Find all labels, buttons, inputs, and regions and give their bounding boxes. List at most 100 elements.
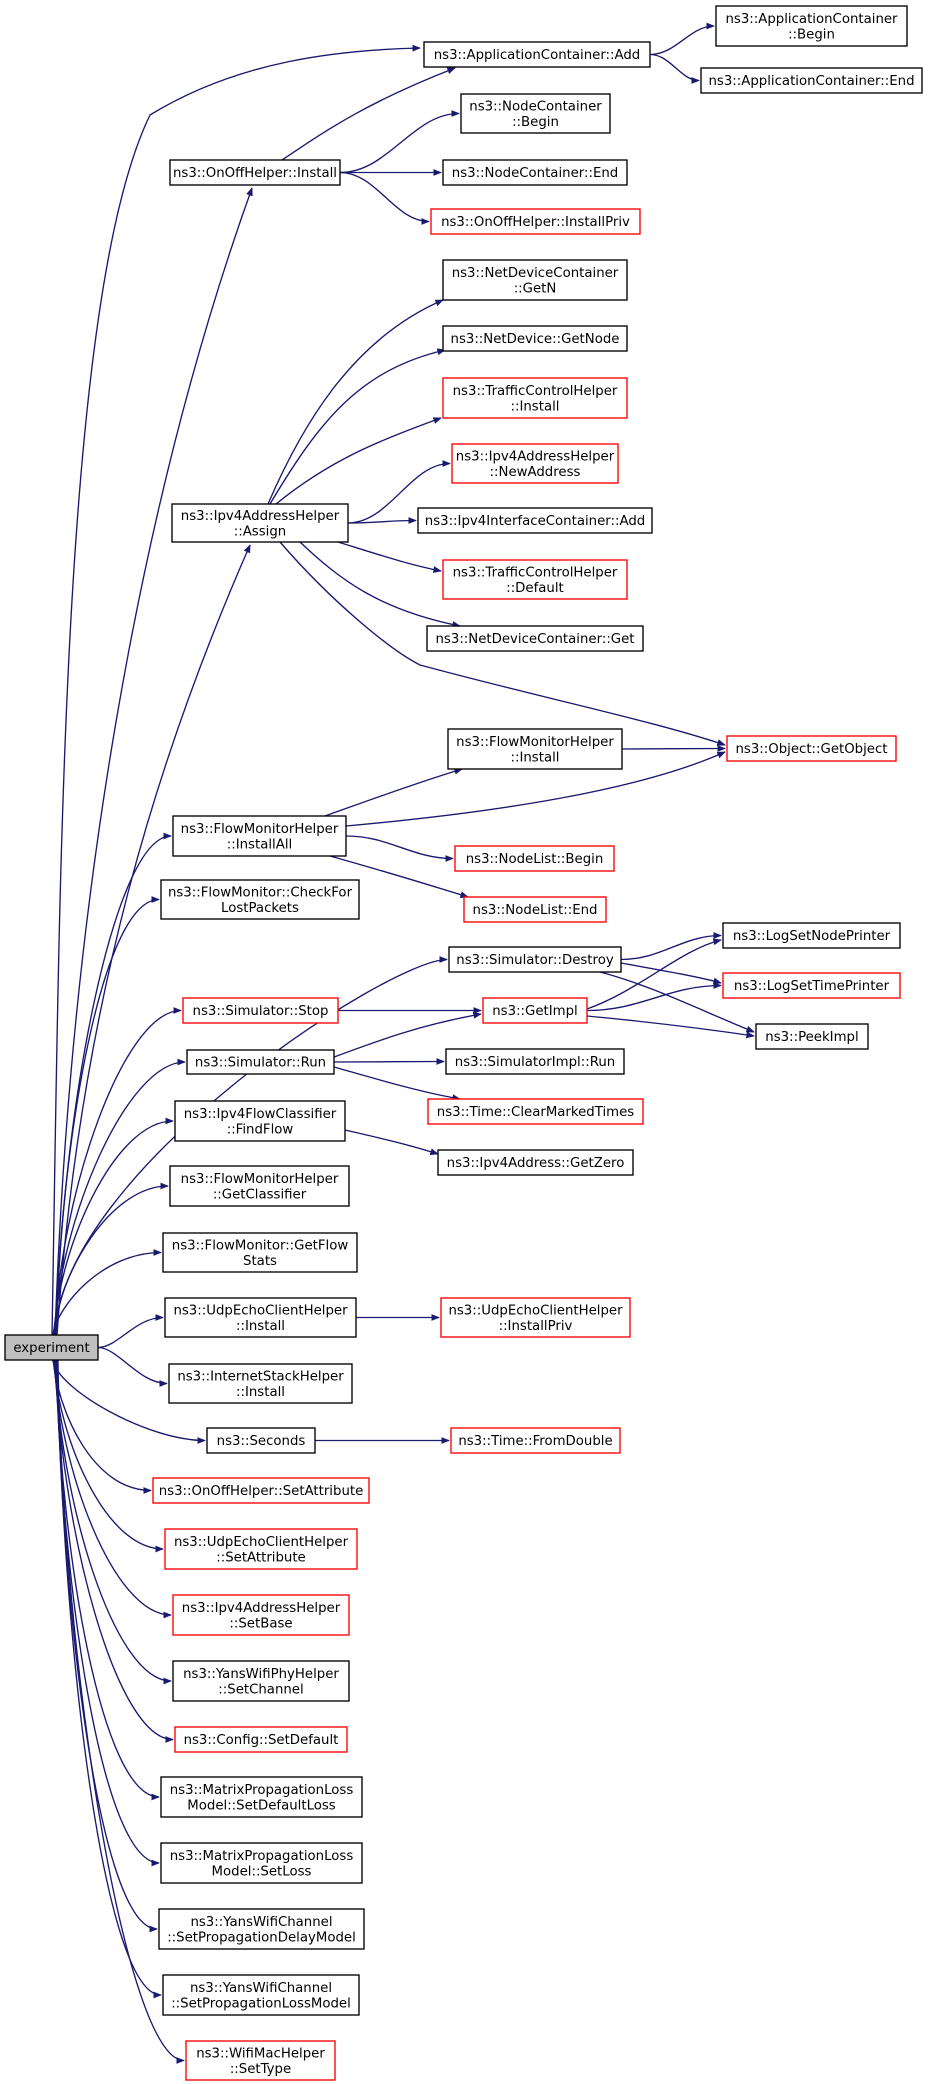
- function-node[interactable]: ns3::Object::GetObject: [726, 735, 897, 762]
- call-edge-line: [586, 986, 721, 1012]
- call-edge: [329, 855, 468, 897]
- function-node-label: ns3::YansWifiChannel: [190, 1981, 332, 1996]
- function-node[interactable]: ns3::Seconds: [206, 1427, 316, 1454]
- function-node-label: ns3::OnOffHelper::Install: [173, 166, 337, 181]
- function-node[interactable]: ns3::UdpEchoClientHelper::SetAttribute: [164, 1528, 358, 1570]
- function-node-box: [430, 208, 641, 235]
- function-node[interactable]: ns3::WifiMacHelper::SetType: [185, 2040, 336, 2081]
- function-node-box: [445, 1048, 625, 1075]
- function-node-label: ns3::Config::SetDefault: [184, 1733, 339, 1748]
- call-edge-line: [347, 464, 450, 524]
- function-node-label: ns3::Ipv4Address::GetZero: [447, 1156, 625, 1171]
- function-node[interactable]: ns3::ApplicationContainer::Add: [423, 41, 651, 68]
- function-node-box: [160, 879, 360, 920]
- function-node-label: ns3::FlowMonitor::CheckFor: [168, 885, 353, 900]
- function-node-label: ns3::YansWifiPhyHelper: [183, 1667, 339, 1682]
- function-node[interactable]: ns3::Simulator::Destroy: [448, 946, 622, 973]
- call-edge: [649, 26, 714, 56]
- function-node[interactable]: ns3::ApplicationContainer::Begin: [715, 5, 908, 47]
- function-node[interactable]: ns3::YansWifiChannel::SetPropagationDela…: [158, 1908, 365, 1950]
- function-node[interactable]: ns3::FlowMonitorHelper::InstallAll: [172, 815, 347, 857]
- function-node-label: ns3::SimulatorImpl::Run: [455, 1055, 615, 1070]
- function-node-label: ::InstallPriv: [499, 1319, 573, 1334]
- function-node[interactable]: ns3::PeekImpl: [755, 1023, 869, 1050]
- function-node-label: ::Install: [236, 1319, 285, 1334]
- function-node-label: ns3::GetImpl: [492, 1004, 577, 1019]
- function-node[interactable]: ns3::Simulator::Run: [186, 1049, 335, 1075]
- function-node[interactable]: ns3::NodeContainer::Begin: [460, 93, 611, 134]
- function-node-label: ns3::MatrixPropagationLoss: [170, 1849, 354, 1864]
- function-node[interactable]: ns3::ApplicationContainer::End: [700, 67, 923, 94]
- call-edge: [621, 749, 725, 750]
- function-node-label: ns3::LogSetNodePrinter: [733, 929, 891, 944]
- function-node[interactable]: ns3::NodeContainer::End: [442, 159, 628, 186]
- function-node[interactable]: ns3::Ipv4AddressHelper::Assign: [171, 503, 349, 543]
- function-node[interactable]: ns3::Ipv4InterfaceContainer::Add: [417, 507, 653, 534]
- call-edge-line: [347, 521, 416, 524]
- function-node-label: ns3::WifiMacHelper: [196, 2046, 325, 2061]
- function-node[interactable]: ns3::NodeList::End: [463, 896, 607, 923]
- function-node-label: ::SetBase: [229, 1616, 292, 1631]
- function-node-label: ::Install: [236, 1385, 285, 1400]
- function-node-label: ns3::UdpEchoClientHelper: [173, 1303, 348, 1318]
- call-edge-line: [333, 1062, 444, 1063]
- function-node-box: [158, 1908, 365, 1950]
- function-node[interactable]: ns3::Config::SetDefault: [174, 1726, 348, 1753]
- function-node[interactable]: ns3::NetDevice::GetNode: [442, 325, 628, 352]
- function-node[interactable]: ns3::Time::ClearMarkedTimes: [427, 1098, 644, 1125]
- call-edge-line: [333, 1066, 460, 1099]
- function-node[interactable]: ns3::MatrixPropagationLossModel::SetDefa…: [160, 1776, 363, 1818]
- call-edge: [324, 769, 462, 817]
- function-node[interactable]: ns3::NetDeviceContainer::Get: [426, 625, 644, 652]
- function-node[interactable]: ns3::Time::FromDouble: [450, 1427, 621, 1454]
- function-node-label: ns3::InternetStackHelper: [177, 1369, 344, 1384]
- call-edge-line: [339, 171, 429, 222]
- function-node[interactable]: ns3::LogSetTimePrinter: [722, 972, 901, 999]
- call-edge-line: [56, 545, 251, 1336]
- function-node[interactable]: ns3::Ipv4Address::GetZero: [437, 1149, 634, 1176]
- function-node[interactable]: ns3::SimulatorImpl::Run: [445, 1048, 625, 1075]
- function-node-label: ns3::UdpEchoClientHelper: [174, 1535, 349, 1550]
- function-node[interactable]: ns3::Ipv4AddressHelper::NewAddress: [451, 443, 619, 484]
- function-node[interactable]: ns3::InternetStackHelper::Install: [168, 1363, 353, 1404]
- function-node-box: [448, 946, 622, 973]
- function-node[interactable]: ns3::Ipv4AddressHelper::SetBase: [172, 1594, 350, 1636]
- function-node[interactable]: ns3::UdpEchoClientHelper::Install: [164, 1297, 357, 1338]
- call-edge: [586, 986, 721, 1012]
- function-node[interactable]: ns3::TrafficControlHelper::Default: [442, 559, 628, 600]
- function-node[interactable]: ns3::YansWifiChannel::SetPropagationLoss…: [162, 1974, 360, 2016]
- function-node[interactable]: ns3::OnOffHelper::InstallPriv: [430, 208, 641, 235]
- call-edge: [345, 751, 725, 827]
- function-node-box: [423, 41, 651, 68]
- function-node[interactable]: ns3::FlowMonitorHelper::Install: [447, 728, 623, 770]
- function-node-label: ns3::FlowMonitorHelper: [181, 822, 339, 837]
- call-edge: [275, 418, 441, 505]
- call-edge-line: [51, 48, 420, 1336]
- function-node-label: experiment: [13, 1341, 89, 1356]
- function-node[interactable]: ns3::GetImpl: [482, 997, 588, 1024]
- function-node[interactable]: experiment: [4, 1334, 99, 1361]
- function-node-box: [726, 735, 897, 762]
- call-edge: [339, 114, 459, 174]
- function-node[interactable]: ns3::OnOffHelper::SetAttribute: [152, 1477, 370, 1504]
- function-node[interactable]: ns3::NetDeviceContainer::GetN: [442, 259, 628, 301]
- function-node[interactable]: ns3::LogSetNodePrinter: [722, 922, 901, 949]
- function-node[interactable]: ns3::OnOffHelper::Install: [169, 159, 341, 186]
- function-node[interactable]: ns3::UdpEchoClientHelper::InstallPriv: [440, 1297, 631, 1338]
- function-node[interactable]: ns3::YansWifiPhyHelper::SetChannel: [172, 1660, 350, 1702]
- function-node[interactable]: ns3::FlowMonitorHelper::GetClassifier: [169, 1165, 350, 1207]
- call-edge: [267, 299, 443, 505]
- call-edge: [53, 1359, 163, 1549]
- function-node[interactable]: ns3::Simulator::Stop: [182, 997, 339, 1024]
- function-node-label: ns3::ApplicationContainer: [725, 12, 898, 27]
- function-node-label: ::Begin: [788, 27, 835, 42]
- function-node[interactable]: ns3::Ipv4FlowClassifier::FindFlow: [174, 1100, 346, 1142]
- function-node-box: [440, 1297, 631, 1338]
- function-node[interactable]: ns3::TrafficControlHelper::Install: [442, 377, 628, 419]
- function-node-label: ::FindFlow: [227, 1122, 294, 1137]
- function-node[interactable]: ns3::NodeList::Begin: [454, 845, 615, 872]
- call-edge-line: [57, 1359, 184, 2061]
